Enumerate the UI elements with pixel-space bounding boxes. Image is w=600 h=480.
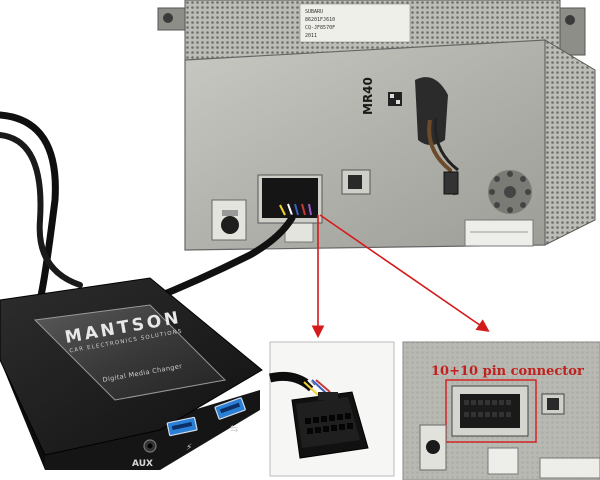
- inset-connector-closeup: [268, 341, 395, 477]
- aux-label: AUX: [132, 459, 153, 469]
- sticker-line: 2011: [305, 33, 317, 39]
- inset-unit-port: 10+10 pin connector: [402, 341, 600, 480]
- aux-jack[interactable]: [143, 439, 157, 453]
- unit-model-label: MR40: [361, 77, 375, 115]
- head-unit: SUBARU 86201FJ610 CQ-JF8570F 2011 MR40: [157, 0, 596, 251]
- callout-arrows: [311, 214, 490, 339]
- sticker-line: CQ-JF8570F: [305, 25, 335, 31]
- rear-mount: [415, 77, 448, 145]
- connector-caption: 10+10 pin connector: [431, 364, 584, 379]
- unit-model-stamp: MR40: [361, 77, 375, 115]
- sticker-line: SUBARU: [305, 9, 323, 15]
- media-changer-device: MANTSON CAR ELECTRONICS SOLUTIONS Digita…: [0, 277, 263, 470]
- usb-port-right[interactable]: [214, 397, 246, 420]
- charge-icon: ⚡: [186, 443, 192, 453]
- sticker-line: 86201FJ610: [305, 17, 335, 23]
- usb-port-left[interactable]: [166, 416, 198, 437]
- cables: [0, 111, 296, 304]
- port-highlight: [445, 379, 537, 443]
- unit-sticker: SUBARU 86201FJ610 CQ-JF8570F 2011: [299, 3, 411, 43]
- fan-grille: [488, 170, 532, 214]
- usb-icon: ⇆: [230, 424, 238, 435]
